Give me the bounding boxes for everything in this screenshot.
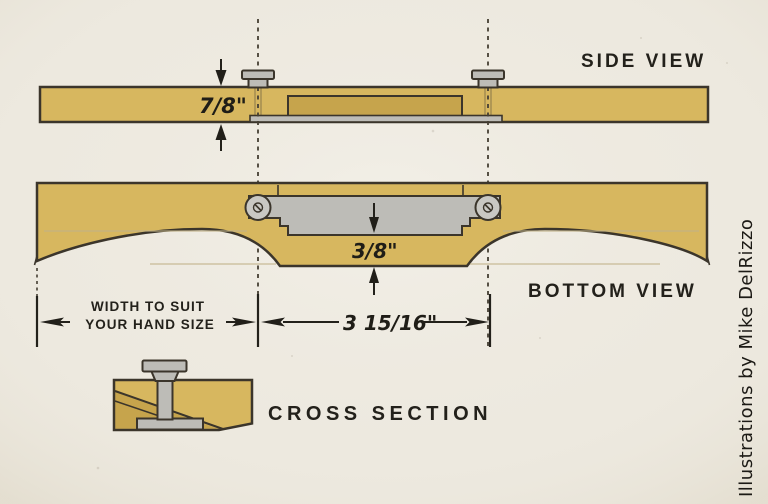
- side-view-blade-edge: [249, 114, 503, 123]
- dim-arrow-left-icon: [261, 317, 285, 327]
- pencil-guides: [44, 230, 699, 265]
- pivot-screw-left: [244, 194, 272, 221]
- illustrator-credit: Illustrations by Mike DelRizzo: [736, 219, 757, 497]
- screw-shaft: [156, 378, 174, 421]
- thickness-value: 7/8": [199, 94, 247, 118]
- dim-arrow-right-icon: [232, 317, 256, 327]
- arrow-down-icon: [215, 70, 227, 86]
- board-end-tips: [33, 255, 711, 266]
- arrow-up-icon: [369, 267, 379, 283]
- dim-arrow-right-icon: [465, 317, 489, 327]
- screw-shaft-lines: [254, 88, 492, 115]
- blade-span-value: 3 15/16": [343, 311, 437, 335]
- thumbscrew-right: [471, 69, 505, 89]
- bottom-view-label: BOTTOM VIEW: [528, 281, 697, 302]
- cross-section: [112, 359, 254, 432]
- dim-arrow-left-icon: [40, 317, 64, 327]
- mouth-dimension: 3/8": [352, 203, 398, 295]
- side-view: [38, 85, 710, 124]
- pivot-screw-right: [474, 194, 502, 221]
- thickness-dimension: 7/8": [199, 59, 247, 151]
- knob-neck: [149, 370, 181, 382]
- paper-specks: [96, 37, 728, 470]
- hand-width-note-line2: YOUR HAND SIZE: [85, 317, 215, 332]
- thumbscrew-left: [241, 69, 275, 89]
- side-view-label: SIDE VIEW: [581, 51, 706, 72]
- arrow-up-icon: [215, 124, 227, 140]
- hand-width-note-line1: WIDTH TO SUIT: [91, 299, 205, 314]
- side-view-blade-pocket-outline: [287, 95, 463, 117]
- mouth-value: 3/8": [352, 239, 398, 263]
- arrow-down-icon: [369, 217, 379, 233]
- side-view-blade-pocket: [288, 96, 462, 117]
- cross-section-label: CROSS SECTION: [268, 403, 492, 425]
- width-dimensions: WIDTH TO SUIT YOUR HAND SIZE 3 15/16": [35, 268, 492, 347]
- knob-head: [141, 359, 188, 373]
- bottom-view: 3/8": [33, 181, 711, 295]
